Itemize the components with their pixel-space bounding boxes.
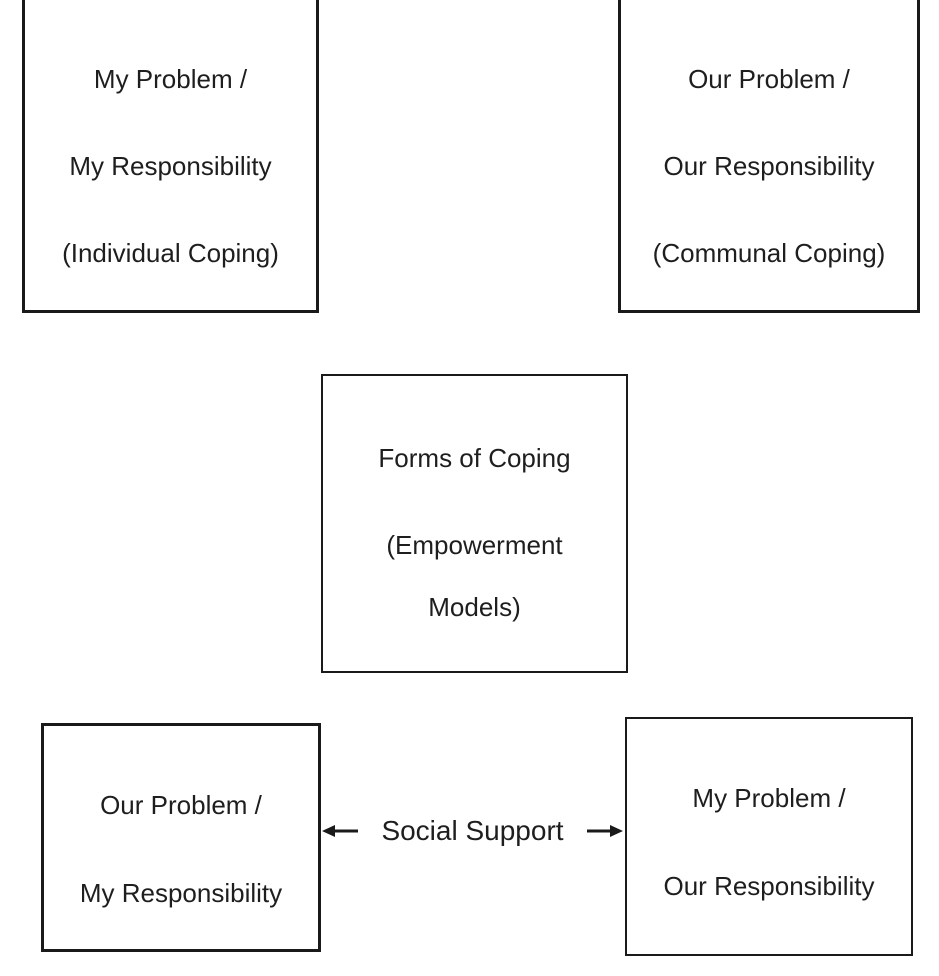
box-text-line: Our Responsibility <box>663 870 875 901</box>
box-communal-coping: Our Problem / Our Responsibility (Commun… <box>618 0 920 313</box>
box-text-line: Forms of Coping <box>378 443 571 473</box>
box-text-line: Models) <box>428 592 521 622</box>
left-arrow-icon <box>322 825 358 837</box>
box-text-line: My Responsibility <box>69 151 272 181</box>
box-text-line: My Problem / <box>692 782 846 813</box>
social-support-label: Social Support <box>381 815 564 846</box>
box-forms-of-coping: Forms of Coping (Empowerment Models) <box>321 374 628 673</box>
box-text-line: My Responsibility <box>79 878 283 908</box>
box-text-line: Our Responsibility <box>663 151 875 181</box>
box-text-line: My Problem / <box>93 64 248 94</box>
box-our-problem-my-responsibility: Our Problem / My Responsibility <box>41 723 321 952</box>
box-text-line: (Empowerment <box>386 530 563 560</box>
box-text-line: Our Problem / <box>100 790 262 820</box>
right-arrow-icon <box>586 825 623 837</box>
box-text-line: (Communal Coping) <box>652 238 886 268</box>
box-text-line: (Individual Coping) <box>62 238 279 268</box>
box-my-problem-our-responsibility: My Problem / Our Responsibility <box>625 717 913 956</box>
box-individual-coping: My Problem / My Responsibility (Individu… <box>22 0 319 313</box>
box-text-line: Our Problem / <box>688 64 850 94</box>
social-support-connector: Social Support <box>322 809 623 853</box>
